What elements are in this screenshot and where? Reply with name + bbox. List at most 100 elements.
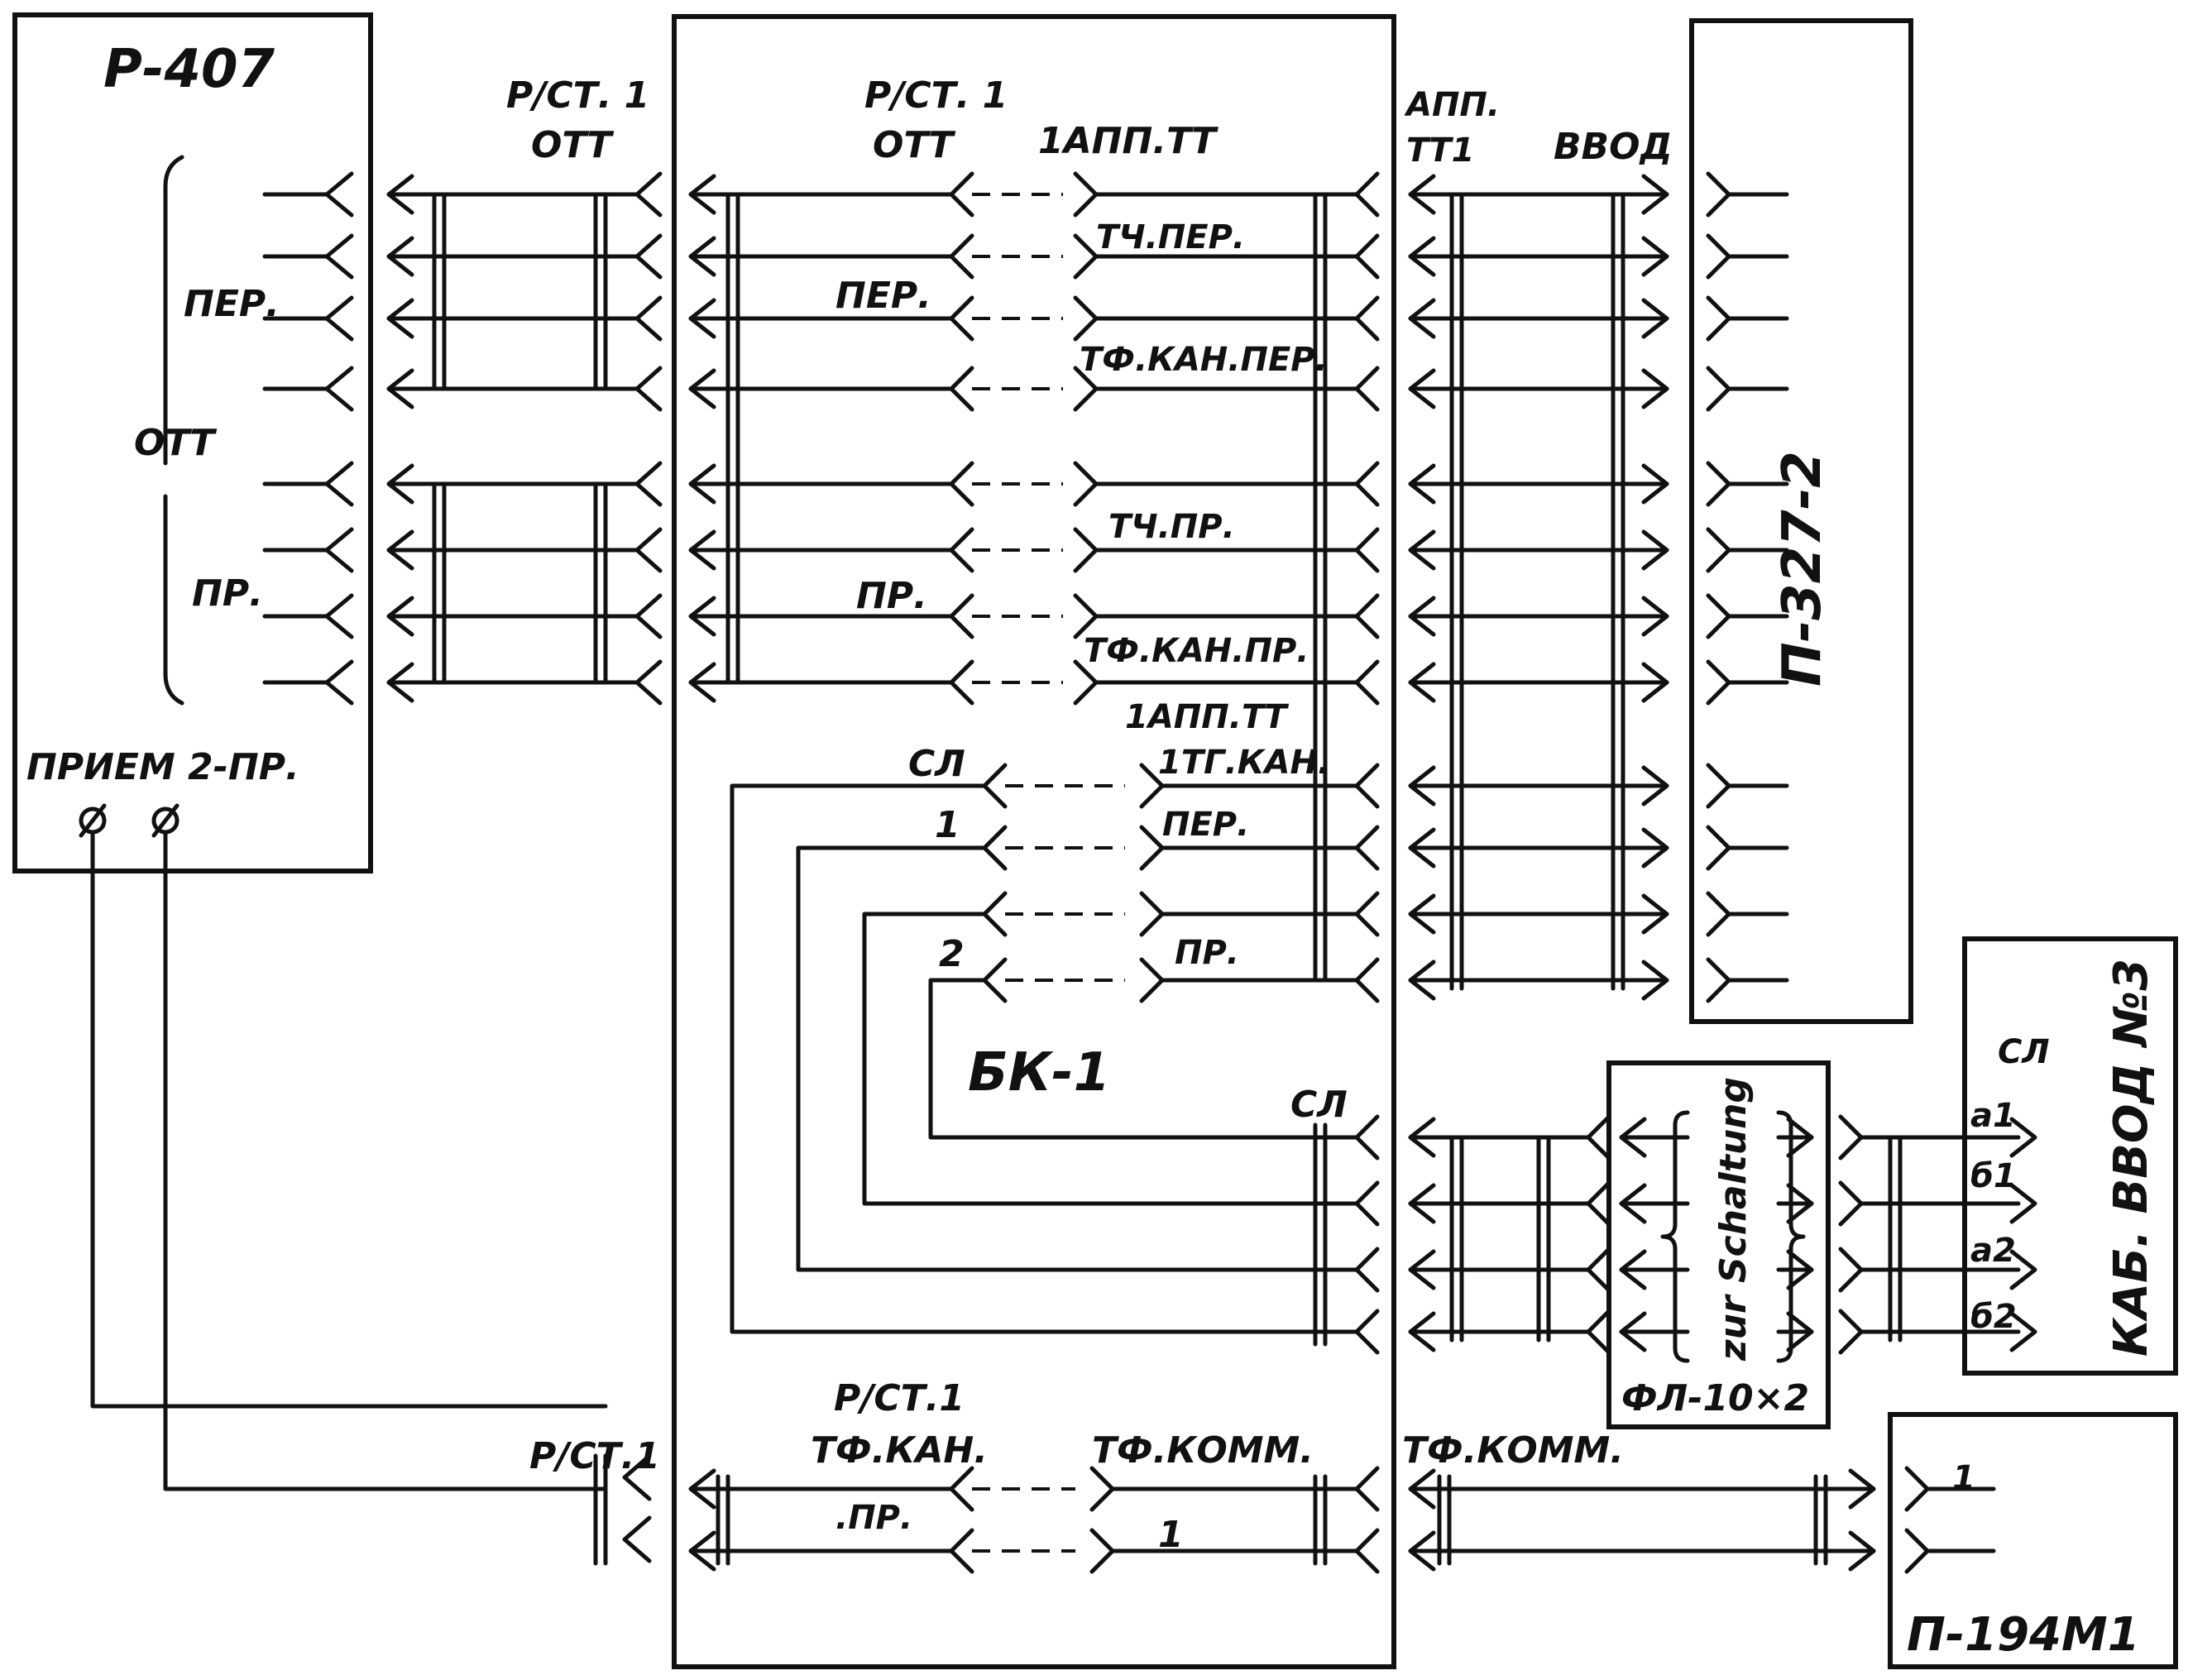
bk-pr-bot-label: .ПР. (835, 1499, 912, 1537)
cable-plug-right (634, 295, 663, 342)
sl-out-socket (1354, 1180, 1380, 1227)
ott-bracket-top (163, 155, 184, 466)
bk-bot-plug (1089, 1528, 1115, 1574)
bk-app-tt-label: 1АПП.ТТ (1038, 120, 1218, 162)
r407-socket (324, 659, 354, 706)
bottom-section (593, 1453, 1996, 1574)
app-plug-right (1641, 529, 1669, 571)
fl-brace-right (1776, 1110, 1806, 1363)
fl-arrow-right (1786, 1183, 1814, 1224)
tg-kan-label: 1ТГ.КАН. (1158, 744, 1330, 782)
n2-label: 2 (939, 933, 965, 975)
a2-label: а2 (1970, 1232, 2016, 1270)
cable-plug-right (634, 659, 663, 706)
bk-out-socket (1354, 527, 1380, 573)
fl-out-socket (1838, 1247, 1864, 1293)
fl-out-socket (1838, 1180, 1864, 1227)
sl-out-cable (1408, 1110, 2037, 1363)
bk-socket (949, 366, 974, 412)
sl-out-socket (1354, 763, 1380, 809)
bk-bot-socket (949, 1466, 974, 1512)
p194-socket (1904, 1528, 1930, 1574)
rst1-top-label-2: ОТТ (531, 124, 614, 166)
kab-arrow (2009, 1183, 2037, 1224)
kab-vvod-box (1962, 936, 2178, 1376)
rst1-cable (386, 171, 663, 706)
sl-left-label: СЛ (908, 743, 965, 785)
p327-socket (1706, 366, 1731, 412)
sl-out-socket (1354, 891, 1380, 937)
bk-out-socket (1354, 659, 1380, 706)
bk-bot-out-socket (1354, 1528, 1380, 1574)
bk-bot-socket (949, 1528, 974, 1574)
rst1-bottom-label: Р/СТ.1 (529, 1435, 660, 1477)
schaltung-label: zur Schaltung (1712, 1077, 1755, 1362)
r407-box (12, 12, 373, 874)
app-plug-right (1641, 596, 1669, 637)
fl-arrow-right (1786, 1311, 1814, 1352)
bk-out-socket (1354, 295, 1380, 342)
fl10-box (1606, 1060, 1831, 1429)
bk1-box (672, 14, 1396, 1669)
bk-bot-out-socket (1354, 1466, 1380, 1512)
p194-socket (1904, 1466, 1930, 1512)
app-plug-right (1641, 827, 1669, 869)
r407-connectors (262, 171, 354, 706)
sl-loop-4 (928, 978, 1359, 1140)
p194-box (1888, 1412, 2178, 1669)
fl10-title: ФЛ-10×2 (1621, 1377, 1809, 1419)
sl-bk-label: СЛ (1290, 1084, 1348, 1126)
kab-arrow (2009, 1311, 2037, 1352)
p327-box (1689, 18, 1913, 1024)
app-plug-right (1641, 893, 1669, 935)
r407-socket (324, 171, 354, 218)
sl-loop-2 (796, 845, 1359, 1272)
app-plug-right (1641, 236, 1669, 277)
per-group-label: ПЕР. (184, 283, 280, 325)
bk-socket (949, 593, 974, 639)
sl-out-socket (1354, 1114, 1380, 1161)
fl-brace-left (1660, 1110, 1690, 1363)
cable-plug-right (634, 171, 663, 218)
tf-komm-out-label: ТФ.КОММ. (1402, 1429, 1624, 1472)
cable-plug-right (634, 461, 663, 507)
priem-terminals (79, 803, 608, 1491)
kab-arrow (2009, 1249, 2037, 1290)
app-tt1-label-2: ТТ1 (1406, 132, 1474, 170)
app-tt1-cable (1408, 171, 1789, 1003)
app-plug-right (1641, 765, 1669, 806)
per-small-label: ПЕР. (1162, 806, 1249, 844)
fl-in-socket (1586, 1180, 1611, 1227)
sl-out-socket (1354, 1247, 1380, 1293)
bk-plug (1073, 461, 1099, 507)
sl-socket (982, 891, 1008, 937)
vvod-label: ВВОД (1554, 126, 1673, 168)
rst1-bot-socket (622, 1515, 652, 1563)
fl-in-socket (1586, 1309, 1611, 1355)
sl-out-socket (1354, 825, 1380, 871)
bk-rst1-bot-label-2: ТФ.КАН. (811, 1429, 988, 1472)
sl-out-socket (1354, 957, 1380, 1003)
tch-pr-label: ТЧ.ПР. (1108, 508, 1235, 546)
pr-group-label: ПР. (192, 572, 263, 615)
bk-out-socket (1354, 233, 1380, 280)
kab-vvod-title: КАБ. ВВОД №3 (2104, 959, 2158, 1357)
bk-rst1-label-2: ОТТ (873, 124, 955, 166)
ott-group-label: ОТТ (134, 422, 217, 464)
p327-socket (1706, 763, 1731, 809)
tch-per-label: ТЧ.ПЕР. (1096, 218, 1245, 256)
tf-plug-right (1848, 1530, 1876, 1572)
n1-bot-label: 1 (1158, 1514, 1184, 1556)
bk-plug (1073, 233, 1099, 280)
p327-title: П-327-2 (1772, 451, 1833, 687)
n1-label: 1 (935, 804, 960, 846)
p327-socket (1706, 233, 1731, 280)
bk-per-label: ПЕР. (835, 275, 931, 317)
tf-plug-right (1848, 1468, 1876, 1510)
bk-out-socket (1354, 171, 1380, 218)
r407-socket (324, 461, 354, 507)
app-plug-right (1641, 368, 1669, 409)
bk-rst1-bot-label-1: Р/СТ.1 (834, 1377, 965, 1419)
bk1-lines (688, 171, 1380, 1003)
